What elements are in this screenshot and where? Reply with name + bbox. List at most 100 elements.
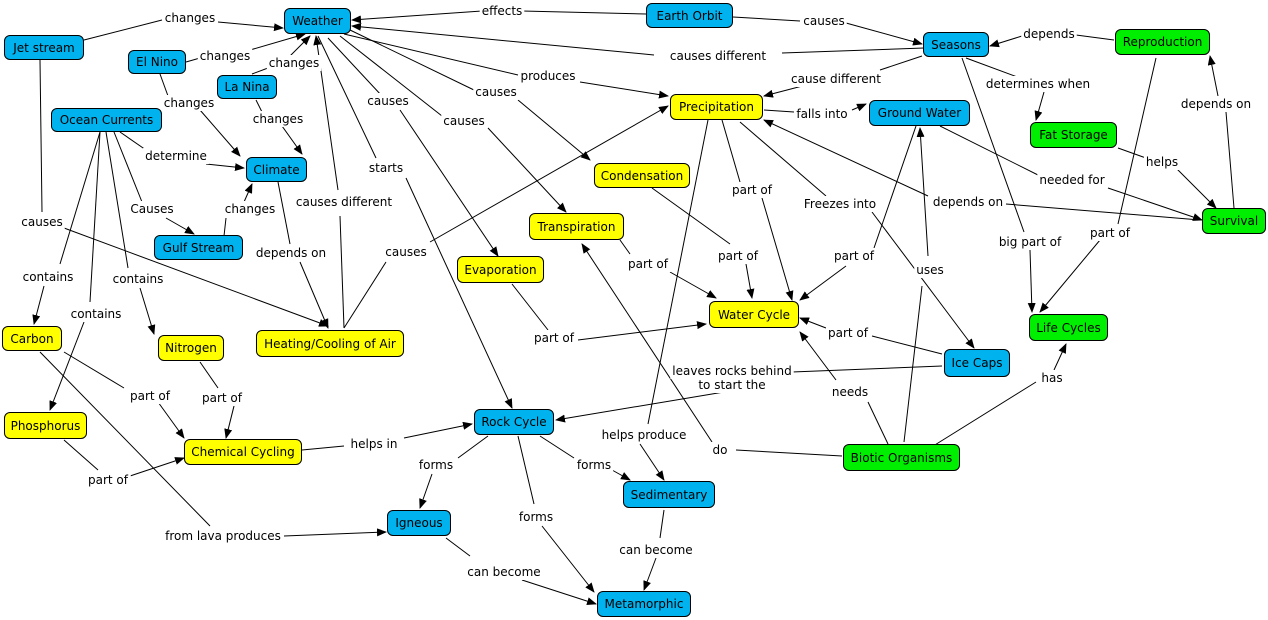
link-line <box>867 401 889 445</box>
link-line <box>879 55 923 71</box>
node-igneous[interactable]: Igneous <box>387 510 451 536</box>
link-label-backing <box>163 528 283 544</box>
link-label: determines when <box>986 77 1090 91</box>
node-evaporation[interactable]: Evaporation <box>457 256 544 283</box>
link-line <box>113 131 143 203</box>
node-fat-storage[interactable]: Fat Storage <box>1030 122 1117 148</box>
link-label: forms <box>577 458 611 472</box>
node-transpiration[interactable]: Transpiration <box>529 213 624 240</box>
node-weather[interactable]: Weather <box>284 8 351 34</box>
node-jet-stream[interactable]: Jet stream <box>4 35 84 60</box>
link-line <box>1207 55 1219 97</box>
node-biotic-organisms[interactable]: Biotic Organisms <box>843 444 960 471</box>
link-label-backing <box>667 48 769 64</box>
node-la-nina[interactable]: La Nina <box>217 75 277 99</box>
link-label-backing <box>516 509 556 525</box>
link-line <box>1027 249 1036 313</box>
link-label: big part of <box>999 235 1062 249</box>
link-line <box>647 119 709 425</box>
link-line <box>639 443 665 481</box>
link-label: changes <box>165 11 215 25</box>
node-earth-orbit[interactable]: Earth Orbit <box>646 3 733 28</box>
node-metamorphic[interactable]: Metamorphic <box>597 591 691 617</box>
link-label: forms <box>419 458 453 472</box>
link-label: changes <box>200 49 250 63</box>
node-rock-cycle[interactable]: Rock Cycle <box>474 409 554 435</box>
link-label: cause different <box>791 72 881 86</box>
node-water-cycle[interactable]: Water Cycle <box>709 301 799 328</box>
node-precipitation[interactable]: Precipitation <box>670 94 763 120</box>
node-el-nino[interactable]: El Nino <box>128 50 186 74</box>
link-line <box>517 99 591 161</box>
node-life-cycles[interactable]: Life Cycles <box>1029 314 1108 341</box>
link-label: part of <box>534 331 575 345</box>
node-condensation[interactable]: Condensation <box>594 163 690 188</box>
link-line <box>59 131 101 265</box>
link-line <box>217 21 284 32</box>
link-label-backing <box>162 10 218 26</box>
link-line <box>739 121 827 197</box>
link-line <box>763 119 929 197</box>
node-gulf-stream[interactable]: Gulf Stream <box>154 235 243 260</box>
link-label-backing <box>473 84 519 100</box>
link-line <box>429 105 669 243</box>
link-label: causes different <box>296 195 393 209</box>
link-label-backing <box>416 457 456 473</box>
link-label-backing <box>1037 172 1107 188</box>
node-reproduction[interactable]: Reproduction <box>1115 29 1210 55</box>
link-line <box>939 125 1041 177</box>
link-label-backing <box>143 148 209 164</box>
link-label: part of <box>130 389 171 403</box>
link-line <box>581 243 713 443</box>
node-seasons[interactable]: Seasons <box>923 32 989 57</box>
node-ice-caps[interactable]: Ice Caps <box>944 349 1010 377</box>
link-line <box>281 125 303 155</box>
node-ground-water[interactable]: Ground Water <box>869 100 970 126</box>
link-line <box>929 381 1037 449</box>
link-line <box>105 131 129 269</box>
link-label-backing <box>365 93 411 109</box>
link-line <box>403 421 473 439</box>
link-label-backing <box>670 363 794 379</box>
link-line <box>251 67 269 75</box>
link-line <box>1117 57 1157 225</box>
link-line <box>39 351 211 527</box>
link-line <box>1175 167 1217 209</box>
node-nitrogen[interactable]: Nitrogen <box>158 335 224 361</box>
link-label: from lava produces <box>165 529 281 543</box>
link-label: helps produce <box>602 428 687 442</box>
link-label: causes <box>803 14 844 28</box>
node-ocean-currents[interactable]: Ocean Currents <box>51 108 162 132</box>
link-line <box>301 445 345 451</box>
link-label: needed for <box>1039 173 1104 187</box>
link-line <box>32 285 45 325</box>
link-label: do <box>713 443 728 457</box>
node-chemical-cycling[interactable]: Chemical Cycling <box>184 439 302 465</box>
link-label-backing <box>110 271 166 287</box>
node-sedimentary[interactable]: Sedimentary <box>623 481 715 508</box>
link-line <box>989 35 1023 48</box>
link-label-backing <box>1088 225 1133 241</box>
link-line <box>903 285 923 443</box>
link-line <box>205 163 245 172</box>
link-label-backing <box>86 472 131 488</box>
link-line <box>289 35 311 57</box>
link-label-backing <box>250 111 306 127</box>
link-label-backing <box>716 248 761 264</box>
node-phosphorus[interactable]: Phosphorus <box>4 412 87 439</box>
link-line <box>651 187 731 245</box>
link-label-backing <box>930 194 1006 210</box>
node-climate[interactable]: Climate <box>246 157 307 182</box>
link-line <box>873 125 917 249</box>
link-label: depends on <box>933 195 1003 209</box>
link-label: part of <box>718 249 759 263</box>
link-label: forms <box>519 510 553 524</box>
node-survival[interactable]: Survival <box>1202 208 1266 234</box>
link-line <box>1005 203 1201 221</box>
link-label: helps in <box>351 437 398 451</box>
node-heating-cooling-of-air[interactable]: Heating/Cooling of Air <box>256 330 404 357</box>
node-carbon[interactable]: Carbon <box>2 326 62 351</box>
link-line <box>611 469 631 481</box>
link-line <box>916 127 929 257</box>
link-line <box>63 351 125 389</box>
